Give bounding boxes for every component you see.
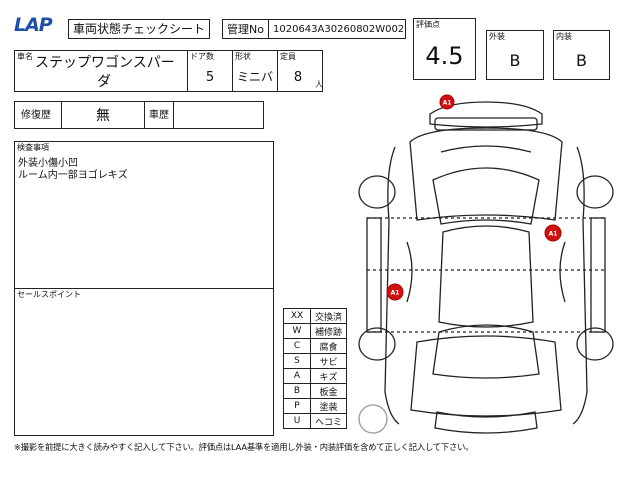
repair-label-box: 修復歴 [14,101,62,129]
legend-code: W [283,323,311,339]
shape-box: 形状 ミニバ [232,50,278,92]
capacity-unit: 人 [315,80,323,89]
sales-point-label: セールスポイント [17,290,81,299]
legend-code: C [283,338,311,354]
legend-meaning: 板金 [310,383,347,399]
damage-marker-label: A1 [391,290,400,297]
legend-code: B [283,383,311,399]
rear-bumper [434,411,538,434]
right-side-panel [572,146,588,425]
repair-label: 修復歴 [21,110,51,121]
rear-gate-outline [410,335,562,417]
front-bumper [434,117,538,131]
legend-code: P [283,398,311,414]
legend-code: A [283,368,311,384]
score-box: 評価点 4.5 [413,18,476,80]
car-diagram: A1 A1 A1 [358,94,614,434]
legend-code: S [283,353,311,369]
capacity-value: 8 [293,70,303,85]
inspection-label: 検査事項 [17,143,49,152]
vehicle-history-label-box: 車歴 [144,101,174,129]
legend-meaning: 腐食 [310,338,347,354]
control-no-label-box: 管理No [222,19,269,39]
windshield-outline [432,167,540,225]
capacity-label: 定員 [280,52,296,61]
damage-marker: A1 [439,94,455,110]
exterior-label: 外装 [489,32,505,41]
wheel-front-left [358,175,396,209]
shape-value: ミニバ [236,70,273,84]
sheet-title-box: 車両状態チェックシート [68,19,210,39]
exterior-box: 外装 B [486,30,544,80]
interior-box: 内装 B [553,30,610,80]
right-rocker [590,217,606,333]
left-rocker [366,217,382,333]
interior-value: B [576,51,587,70]
wheel-rear-right [576,327,614,361]
legend-meaning: キズ [310,368,347,384]
car-name-line1: ステップワゴンスパー [35,55,175,71]
inspection-line2: ルーム内一部ヨゴレキズ [18,170,128,181]
footer-note: ※撮影を前提に大きく読みやすく記入して下さい。評価点はLAA基準を適用し外装・内… [14,442,474,452]
capacity-box: 定員 8 人 [277,50,323,92]
doors-label: ドア数 [190,52,214,61]
legend-code: XX [283,308,311,324]
logo: LAP [14,16,72,40]
legend-meaning: 交換済 [310,308,347,324]
repair-value-box: 無 [61,101,145,129]
legend-meaning: 塗装 [310,398,347,414]
wheel-rear-left [358,327,396,361]
car-name-label: 車名 [17,52,33,61]
shape-label: 形状 [235,52,251,61]
damage-marker: A1 [544,224,562,242]
spare-tire-icon [358,404,388,434]
inspection-line1: 外装小傷小凹 [18,158,78,169]
wheel-front-right [576,175,614,209]
legend-meaning: 補修跡 [310,323,347,339]
sales-point-box: セールスポイント [14,288,274,436]
vehicle-history-label: 車歴 [149,110,169,121]
legend-meaning: ヘコミ [310,413,347,429]
score-label: 評価点 [416,20,440,29]
roof-outline [429,101,543,128]
sheet-title: 車両状態チェックシート [73,22,206,36]
legend-meaning: サビ [310,353,347,369]
repair-value: 無 [96,108,110,124]
control-no-label: 管理No [227,23,264,36]
damage-marker-label: A1 [443,100,452,107]
exterior-value: B [509,51,521,70]
inspection-box: 検査事項 外装小傷小凹 ルーム内一部ヨゴレキズ [14,141,274,289]
legend-code: U [283,413,311,429]
control-no-box: 1020643A30260802W002 [268,19,406,39]
rear-window-outline [432,324,540,379]
roof-panel [438,225,534,328]
logo-text: LAP [14,14,53,36]
doors-value: 5 [205,70,215,85]
damage-marker-label: A1 [549,231,558,238]
car-name-line2: ダ [97,74,111,90]
interior-label: 内装 [556,32,572,41]
doors-box: ドア数 5 [187,50,233,92]
vehicle-history-value-box [173,101,264,129]
control-no-value: 1020643A30260802W002 [273,24,405,35]
left-side-panel [384,146,400,425]
hood-outline [409,127,563,221]
score-value: 4.5 [425,42,464,70]
damage-marker: A1 [386,283,404,301]
car-name-box: 車名 ステップワゴンスパー ダ [14,50,188,92]
